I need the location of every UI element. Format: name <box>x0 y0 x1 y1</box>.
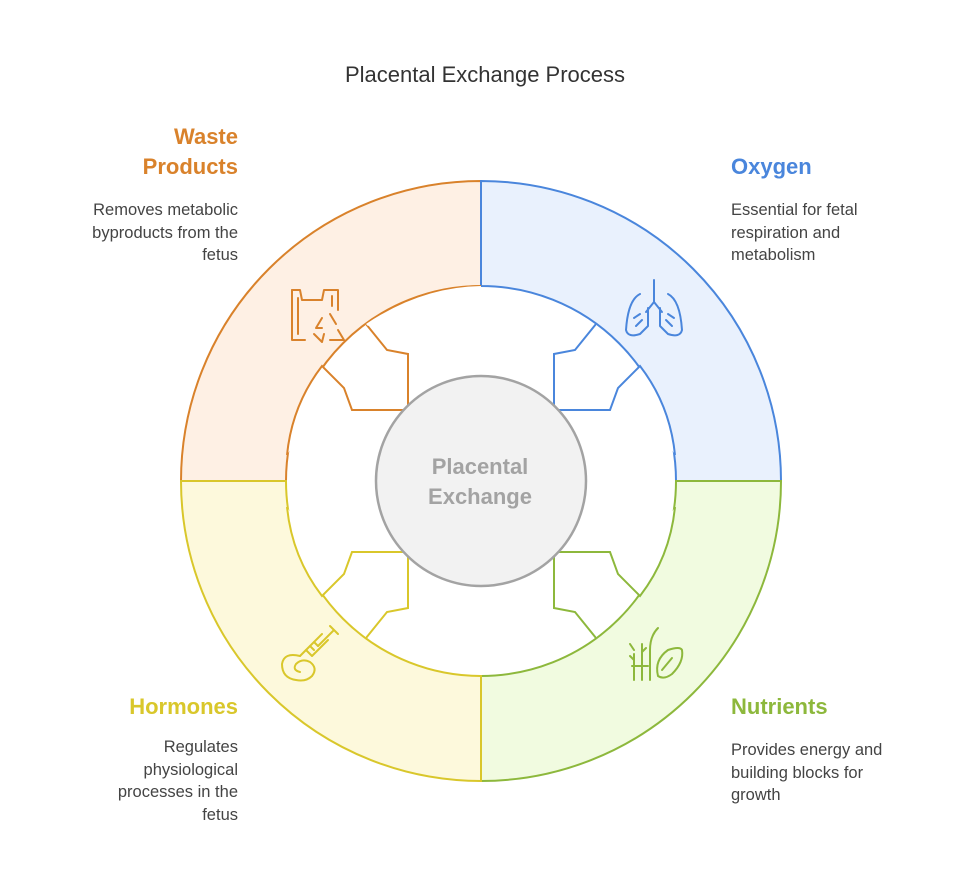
oxygen-desc-line: Essential for fetal <box>731 201 858 219</box>
oxygen-desc-line: metabolism <box>731 246 816 264</box>
center-label-line2: Exchange <box>428 484 532 509</box>
hormones-description: Regulates physiological processes in the… <box>118 736 238 826</box>
center-label: Placental Exchange <box>378 452 582 512</box>
syringe-icon <box>281 625 339 682</box>
oxygen-description: Essential for fetal respiration and meta… <box>731 199 858 267</box>
center-label-line1: Placental <box>431 454 529 479</box>
oxygen-title: Oxygen <box>731 154 812 179</box>
hormones-desc-line: fetus <box>202 805 238 824</box>
recycle-bin-icon <box>291 289 345 343</box>
plant-leaf-icon <box>629 627 684 681</box>
hormones-desc-line: physiological <box>143 760 238 779</box>
center-circle <box>374 374 588 588</box>
waste-gap <box>366 286 481 326</box>
page-title: Placental Exchange Process <box>344 62 626 87</box>
waste-title: Waste Products <box>143 122 238 182</box>
hormones-title: Hormones <box>129 694 238 719</box>
waste-desc-line: Removes metabolic <box>93 201 238 219</box>
waste-desc-line: fetus <box>202 246 238 264</box>
hormones-desc-line: processes in the <box>117 783 238 801</box>
nutrients-desc-line: Provides energy and <box>731 741 883 759</box>
nutrients-title: Nutrients <box>731 694 828 719</box>
nutrients-desc-line: building blocks for <box>731 763 864 782</box>
hormones-desc-line: Regulates <box>163 738 238 756</box>
waste-title-line1: Waste <box>174 124 238 149</box>
nutrients-desc-line: growth <box>731 786 781 804</box>
oxygen-desc-line: respiration and <box>731 223 841 242</box>
hormones-ring-segment <box>179 480 482 783</box>
waste-desc-line: byproducts from the <box>92 223 238 242</box>
nutrients-description: Provides energy and building blocks for … <box>731 739 882 807</box>
waste-description: Removes metabolic byproducts from the fe… <box>92 199 238 267</box>
oxygen-ring-segment <box>480 179 783 482</box>
waste-title-line2: Products <box>142 154 238 179</box>
lungs-icon <box>625 279 683 337</box>
